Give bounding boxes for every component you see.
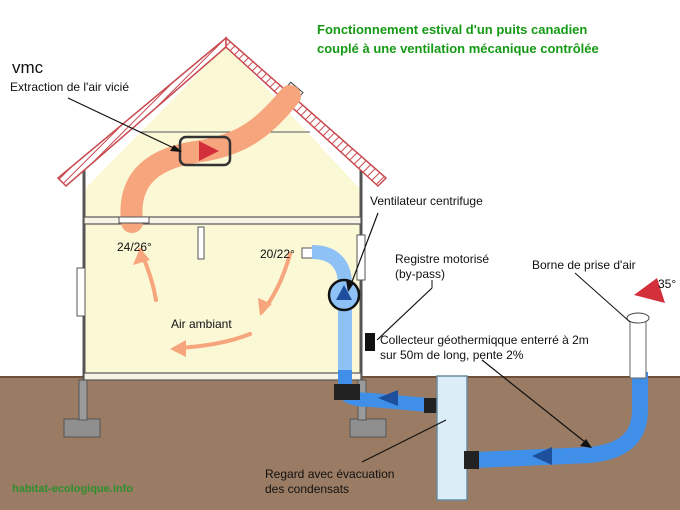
regard-box	[436, 375, 468, 501]
foundation-left	[63, 418, 101, 438]
registre-motorise	[365, 333, 375, 351]
roof	[56, 36, 388, 188]
house	[63, 45, 387, 438]
title-line-2: couplé à une ventilation mécanique contr…	[317, 41, 599, 56]
hot-air-arrow-icon	[634, 278, 665, 303]
fan-arrow-icon	[336, 285, 352, 300]
label-collecteur-1: Collecteur géothermiqque enterré à 2m	[380, 333, 589, 347]
diagram-title: Fonctionnement estival d'un puits canadi…	[317, 20, 599, 58]
title-line-1: Fonctionnement estival d'un puits canadi…	[317, 22, 588, 37]
label-regard-2: des condensats	[265, 482, 350, 496]
attic	[84, 45, 361, 190]
label-vmc: vmc	[12, 58, 44, 77]
label-registre-1: Registre motorisé	[395, 252, 490, 266]
extraction-grille	[118, 216, 150, 224]
label-air-ambiant: Air ambiant	[171, 317, 232, 331]
vmc-red-arrow-icon	[199, 141, 219, 161]
attic-floor	[83, 216, 362, 225]
label-collecteur-2: sur 50m de long, pente 2%	[380, 348, 524, 362]
watermark: habitat-ecologique.info	[12, 483, 133, 495]
geothermal-collector	[474, 372, 648, 468]
label-ventilateur: Ventilateur centrifuge	[370, 194, 483, 208]
inlet-filter	[334, 384, 360, 400]
arrow-left-icon	[170, 340, 186, 357]
air-intake-post	[629, 317, 647, 379]
extraction-duct	[120, 85, 301, 233]
label-temp-lower: 20/22°	[260, 247, 295, 261]
foundation-right	[349, 418, 387, 438]
window-left	[76, 267, 86, 317]
arrow-up-icon	[133, 248, 150, 265]
ground-floor	[83, 372, 362, 381]
duct-connector-left	[424, 398, 437, 413]
arrow-down-icon	[258, 298, 272, 316]
label-borne: Borne de prise d'air	[532, 258, 636, 272]
label-regard-1: Regard avec évacuation	[265, 467, 395, 481]
label-extraction: Extraction de l'air vicié	[10, 80, 130, 94]
label-registre-2: (by-pass)	[395, 267, 446, 281]
interior-wall-stub	[197, 226, 205, 260]
air-intake-cap	[626, 312, 650, 324]
collector-arrow-icon	[532, 447, 552, 465]
label-temp-upper: 24/26°	[117, 240, 152, 254]
label-temp-outside: 35°	[658, 277, 677, 291]
flow-arrow-icon	[378, 390, 398, 406]
duct-connector-right	[464, 451, 479, 469]
